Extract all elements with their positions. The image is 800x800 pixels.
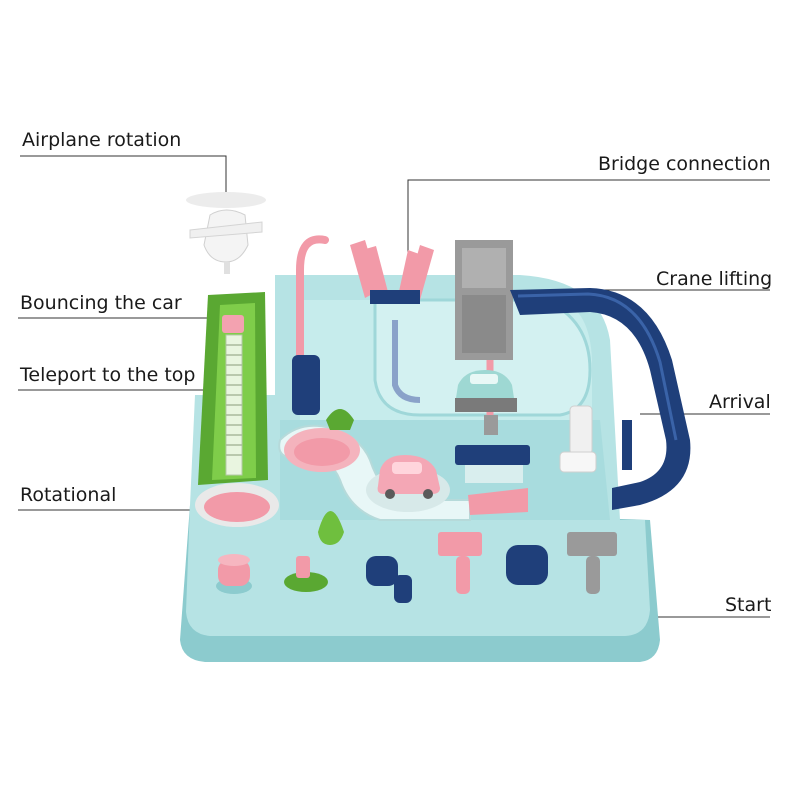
bridge-gates: [350, 240, 434, 300]
car-rotation-platform: [366, 455, 450, 512]
label-bouncing-the-car: Bouncing the car: [20, 292, 182, 314]
crane-hook-base: [484, 415, 498, 435]
track-rail: [392, 320, 421, 403]
airplane-figure: [186, 192, 266, 274]
white-chair: [559, 405, 597, 473]
bridge-deck: [370, 290, 420, 304]
label-arrival: Arrival: [709, 391, 771, 413]
leader-lines: [18, 155, 770, 618]
label-rotational: Rotational: [20, 484, 117, 506]
rotational-disc: [195, 483, 279, 527]
crane-tower: [455, 240, 513, 360]
teal-car: [455, 370, 517, 412]
label-teleport-to-the-top: Teleport to the top: [20, 364, 196, 386]
lamp-base-left: [292, 355, 320, 415]
navy-garage: [455, 445, 530, 483]
pink-ramp-block: [468, 488, 528, 515]
pink-pad-top-inner: [294, 438, 350, 466]
tree-top: [326, 409, 354, 430]
label-airplane-rotation: Airplane rotation: [22, 129, 182, 151]
label-bridge-connection: Bridge connection: [598, 153, 771, 175]
leader-airplane-rotation: [20, 155, 227, 200]
tree-bottom: [318, 511, 344, 545]
front-controls: [216, 532, 617, 603]
label-crane-lifting: Crane lifting: [656, 268, 773, 290]
lamp-post-left: [296, 235, 329, 409]
arrival-track: [510, 288, 691, 510]
green-ramp: [198, 292, 268, 485]
label-start: Start: [725, 594, 772, 616]
